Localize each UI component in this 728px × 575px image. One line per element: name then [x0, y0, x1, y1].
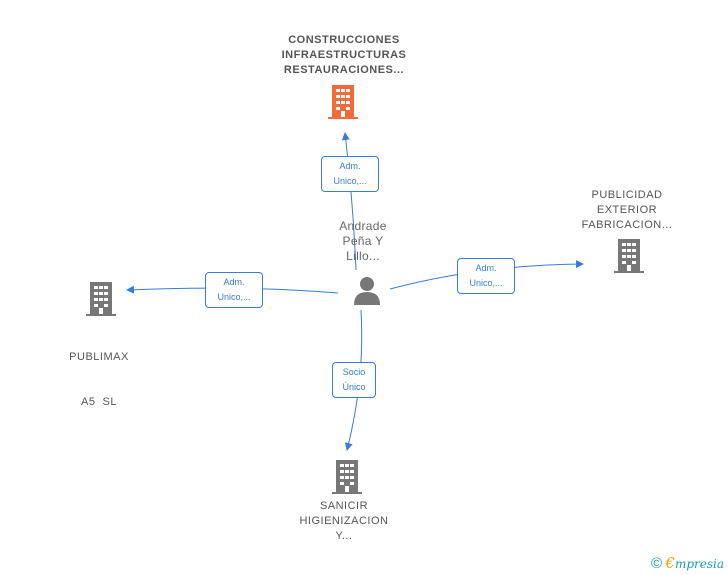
- node-label-top[interactable]: CONSTRUCCIONES INFRAESTRUCTURAS RESTAURA…: [254, 33, 434, 78]
- node-label-line: HIGIENIZACION: [299, 515, 389, 527]
- brand-logo-e: €: [665, 554, 675, 572]
- edge-label-line: Unico,...: [469, 278, 503, 288]
- node-label-right[interactable]: PUBLICIDAD EXTERIOR FABRICACION...: [567, 188, 687, 233]
- building-icon-bottom[interactable]: [332, 460, 362, 494]
- node-label-line: PUBLICIDAD: [591, 189, 663, 201]
- center-label-line: Andrade: [339, 219, 387, 233]
- edge-label-left[interactable]: Adm. Unico,...: [205, 272, 263, 308]
- node-label-line: FABRICACION...: [581, 219, 673, 231]
- node-label-line: PUBLIMAX: [69, 351, 129, 363]
- edge-label-line: Adm.: [223, 277, 245, 287]
- edge-label-line: Socio: [342, 367, 366, 377]
- edge-label-line: Unico,...: [217, 292, 251, 302]
- node-label-line: SANICIR: [319, 500, 369, 512]
- footer-brand: © €mpresia: [651, 554, 724, 572]
- node-label-bottom[interactable]: SANICIR HIGIENIZACION Y...: [284, 499, 404, 544]
- node-label-line: Y...: [335, 530, 353, 542]
- node-label-line: EXTERIOR: [596, 204, 658, 216]
- center-node-label[interactable]: Andrade Peña Y Lillo...: [318, 219, 408, 264]
- copyright-icon: ©: [650, 555, 663, 572]
- edge-label-line: Adm.: [339, 161, 361, 171]
- edge-label-right[interactable]: Adm. Unico,...: [457, 258, 515, 294]
- building-icon-left[interactable]: [86, 282, 116, 316]
- edge-label-bottom[interactable]: Socio Único: [332, 362, 376, 398]
- edge-label-top[interactable]: Adm. Unico,...: [321, 156, 379, 192]
- center-label-line: Peña Y: [342, 234, 384, 248]
- brand-name: mpresia: [674, 557, 724, 571]
- center-label-line: Lillo...: [346, 249, 380, 263]
- building-icon-right[interactable]: [614, 239, 644, 273]
- node-label-line: A5 SL: [80, 396, 118, 408]
- edge-label-line: Único: [342, 382, 366, 392]
- node-label-line: CONSTRUCCIONES: [288, 34, 400, 46]
- edge-line-top: [341, 132, 357, 271]
- node-label-line: RESTAURACIONES...: [283, 64, 405, 76]
- edge-label-line: Adm.: [475, 263, 497, 273]
- edge-label-line: Unico,...: [333, 176, 367, 186]
- person-icon[interactable]: [352, 275, 382, 305]
- node-label-left[interactable]: PUBLIMAX A5 SL: [54, 320, 144, 425]
- building-icon-top[interactable]: [328, 85, 358, 119]
- node-label-line: INFRAESTRUCTURAS: [281, 49, 407, 61]
